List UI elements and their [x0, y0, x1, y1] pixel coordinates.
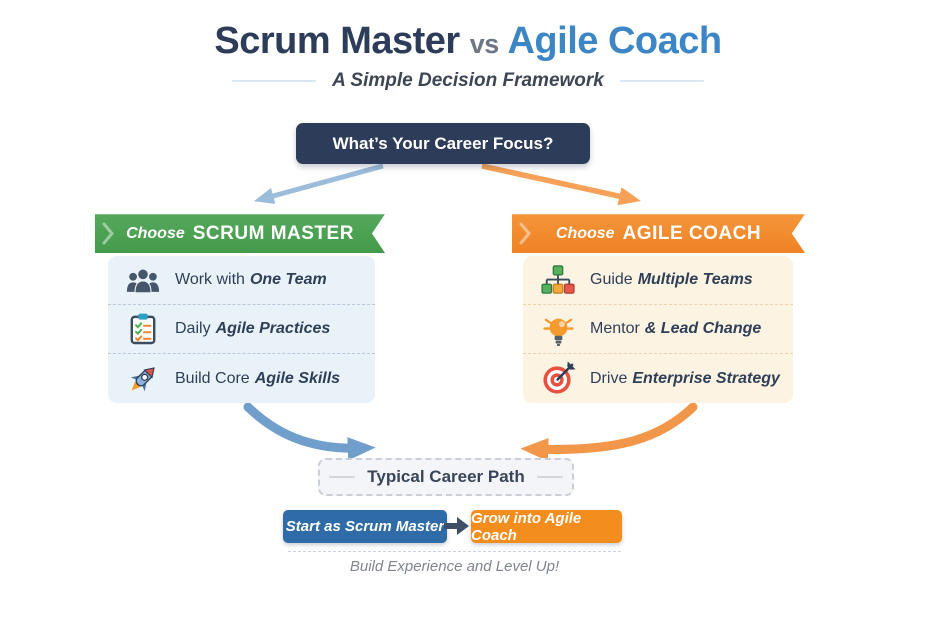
title-agile-coach: Agile Coach [507, 20, 722, 62]
career-path-label: Typical Career Path [367, 467, 525, 486]
ribbon-prefix: Choose [555, 224, 615, 242]
start-button-label: Start as Scrum Master [285, 518, 445, 535]
list-item: Mentor& Lead Change [523, 305, 793, 354]
subtitle-row: A Simple Decision Framework [0, 70, 936, 92]
subtitle-rule-left [232, 80, 317, 82]
list-item-label: Mentor& Lead Change [590, 320, 762, 337]
org-chart-icon [539, 265, 577, 295]
subtitle-rule-right [619, 80, 704, 82]
title-vs: vs [469, 29, 500, 59]
rocket-icon [124, 362, 162, 396]
ribbon-title-agile-coach: AGILE COACH [622, 222, 762, 244]
title-scrum-master: Scrum Master [214, 20, 460, 62]
divider-dashed [288, 551, 621, 552]
right-arrow-icon [444, 517, 469, 535]
start-as-scrum-master-button: Start as Scrum Master [283, 510, 447, 543]
page-title: Scrum Master vs Agile Coach [0, 20, 936, 63]
lightbulb-icon [539, 312, 577, 347]
ribbon-scrum-master: Choose SCRUM MASTER [95, 214, 385, 253]
career-focus-question-label: What’s Your Career Focus? [332, 133, 554, 153]
grow-button-label: Grow into Agile Coach [471, 509, 582, 544]
ribbon-fold-chevron-icon [102, 222, 114, 245]
ribbon-title-scrum-master: SCRUM MASTER [192, 222, 354, 244]
arrow-left-to-career-path [243, 402, 376, 461]
arrow-to-agile-coach [481, 163, 641, 206]
grow-into-agile-coach-button: Grow into Agile Coach [471, 509, 622, 544]
target-icon [539, 361, 577, 396]
arrow-right-to-career-path [520, 402, 698, 462]
team-icon [124, 268, 162, 293]
ribbon-agile-coach: Choose AGILE COACH [512, 214, 805, 253]
arrow-to-scrum-master [253, 163, 384, 204]
career-focus-question-box: What’s Your Career Focus? [296, 123, 590, 164]
checklist-icon [124, 313, 162, 345]
career-rule-right [536, 476, 563, 478]
ribbon-prefix: Choose [126, 224, 185, 242]
subtitle: A Simple Decision Framework [332, 70, 604, 91]
ribbon-fold-chevron-icon [519, 222, 531, 245]
footnote: Build Experience and Level Up! [349, 558, 560, 575]
career-rule-left [329, 476, 356, 478]
typical-career-path-box: Typical Career Path [318, 458, 574, 496]
